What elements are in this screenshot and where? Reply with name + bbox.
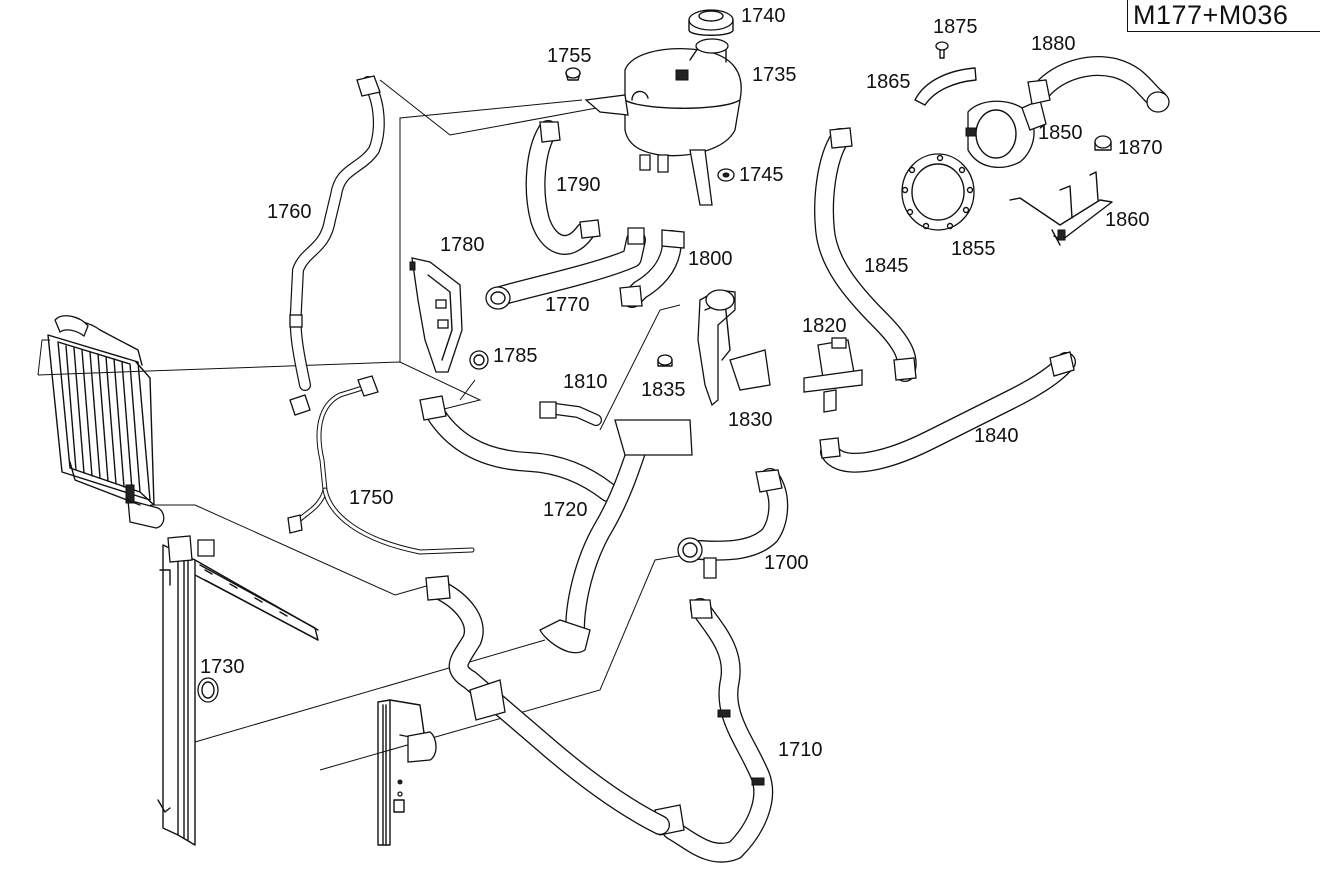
tank-cap-1740	[688, 9, 734, 36]
radiator-center	[377, 699, 437, 846]
clip-1785	[469, 350, 489, 370]
callout-labels: 1740 1755 1735 1790 1745 1760 1780 1800 …	[200, 5, 1163, 761]
callout-1880: 1880	[1031, 33, 1076, 55]
leader-lines	[37, 79, 686, 771]
callout-1760: 1760	[267, 201, 312, 223]
hose-1710	[654, 598, 774, 863]
callout-1770: 1770	[545, 294, 590, 316]
nut-1835	[657, 354, 673, 367]
ring-1855	[901, 153, 975, 231]
radiator-lower	[157, 535, 319, 846]
callout-1855: 1855	[951, 238, 996, 260]
engine-badge-frame	[1127, 0, 1320, 32]
hose-1810	[539, 401, 602, 426]
callout-1790: 1790	[556, 174, 601, 196]
nut-1870	[1094, 135, 1112, 151]
callout-1875: 1875	[933, 16, 978, 38]
valve-1820	[803, 337, 863, 413]
callout-1850: 1850	[1038, 122, 1083, 144]
callout-1735: 1735	[752, 64, 797, 86]
hose-1880	[1027, 56, 1170, 113]
callout-1845: 1845	[864, 255, 909, 277]
hose-1840	[819, 351, 1076, 473]
callout-1780: 1780	[440, 234, 485, 256]
bracket-1830	[697, 289, 771, 407]
engine-badge: M177+M036	[1133, 0, 1289, 30]
callout-1865: 1865	[866, 71, 911, 93]
pump-1850	[965, 99, 1047, 168]
hose-1720	[419, 395, 693, 654]
radiator-main	[47, 315, 165, 529]
washer-1745	[717, 168, 735, 182]
callout-1755: 1755	[547, 45, 592, 67]
callout-1830: 1830	[728, 409, 773, 431]
callout-1820: 1820	[802, 315, 847, 337]
callout-1870: 1870	[1118, 137, 1163, 159]
hose-1750	[287, 375, 475, 555]
callout-1810: 1810	[563, 371, 608, 393]
hose-1770	[485, 227, 646, 310]
clip-1865	[914, 67, 977, 106]
bracket-1780	[409, 257, 463, 373]
callout-1745: 1745	[739, 164, 784, 186]
hose-1800	[619, 229, 685, 308]
callout-1730: 1730	[200, 656, 245, 678]
callout-1800: 1800	[688, 248, 733, 270]
hose-1790	[525, 120, 601, 255]
plug-1755	[565, 67, 581, 81]
callout-1835: 1835	[641, 379, 686, 401]
bolt-1875	[935, 41, 949, 59]
hose-1845	[814, 127, 917, 382]
hose-1760	[289, 75, 385, 416]
callout-1750: 1750	[349, 487, 394, 509]
callout-1710: 1710	[778, 739, 823, 761]
hose-1700	[677, 468, 789, 579]
clamp-1730	[197, 677, 219, 703]
callout-1785: 1785	[493, 345, 538, 367]
expansion-tank	[584, 38, 742, 206]
callout-1700: 1700	[764, 552, 809, 574]
hose-lower-long	[425, 575, 670, 835]
callout-1860: 1860	[1105, 209, 1150, 231]
bracket-1860	[1009, 171, 1113, 246]
callout-1740: 1740	[741, 5, 786, 27]
callout-1720: 1720	[543, 499, 588, 521]
callout-1840: 1840	[974, 425, 1019, 447]
